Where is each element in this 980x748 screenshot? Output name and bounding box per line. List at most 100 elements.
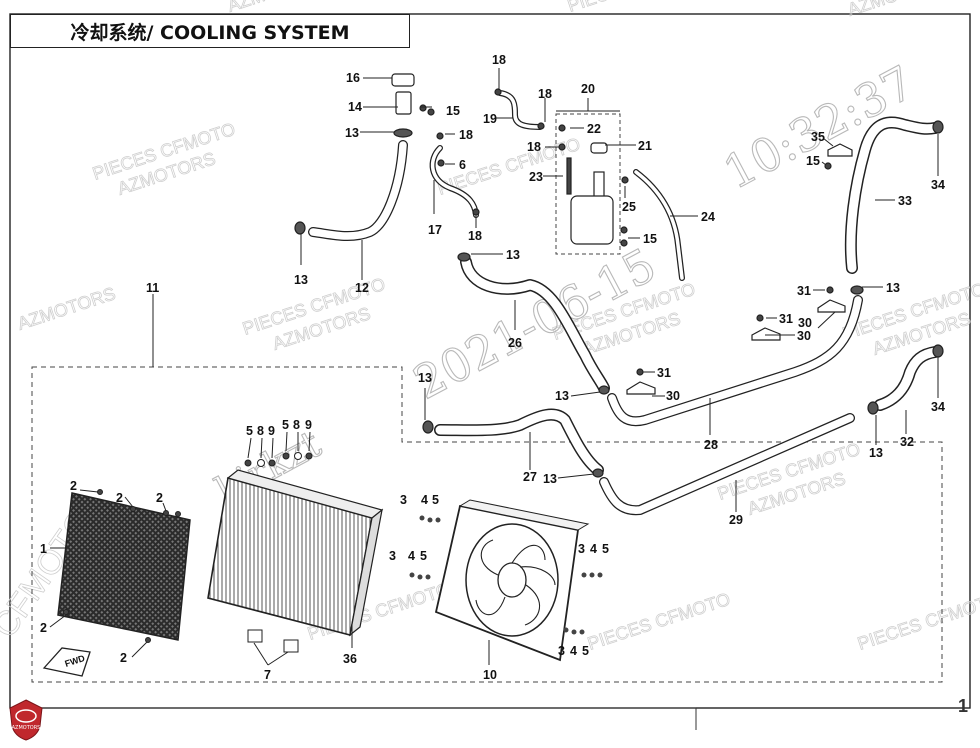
screw-2: [97, 489, 103, 495]
tank-kit-boundary: [555, 113, 621, 255]
washer-8: [257, 459, 265, 467]
callout-7: 7: [264, 668, 271, 682]
callout-2: 2: [156, 491, 163, 505]
radiator: [207, 469, 384, 653]
clamp-13: [850, 285, 864, 295]
clamp-13: [867, 401, 879, 415]
callout-36: 36: [343, 652, 357, 666]
nut-5: [435, 517, 441, 523]
callout-3: 3: [558, 644, 565, 658]
bolt-15: [419, 104, 427, 112]
callout-6: 6: [459, 158, 466, 172]
clip-18: [436, 132, 444, 140]
washer-4: [427, 517, 433, 523]
callout-12: 12: [355, 281, 369, 295]
callout-13: 13: [294, 273, 308, 287]
callout-8: 8: [293, 418, 300, 432]
watermark-brand-2: AZMOTORS: [845, 0, 948, 20]
bolt-31: [756, 314, 764, 322]
callout-17: 17: [428, 223, 442, 237]
callout-18: 18: [538, 87, 552, 101]
bracket-30: [751, 327, 781, 341]
bolt-31: [636, 368, 644, 376]
bolt-3: [409, 572, 415, 578]
clamp-13: [294, 221, 306, 235]
bolt-15: [824, 162, 832, 170]
callout-10: 10: [483, 668, 497, 682]
callout-2: 2: [40, 621, 47, 635]
clip-18: [558, 143, 566, 151]
callout-3: 3: [578, 542, 585, 556]
screw-2: [175, 511, 181, 517]
callout-30: 30: [797, 329, 811, 343]
callout-15: 15: [643, 232, 657, 246]
callout-3: 3: [389, 549, 396, 563]
callout-13: 13: [418, 371, 432, 385]
washer-8: [294, 452, 302, 460]
callout-21: 21: [638, 139, 652, 153]
assembly-boundary: [31, 366, 943, 683]
callout-13: 13: [886, 281, 900, 295]
watermark-brand: PIECES CFMOTO: [585, 589, 733, 654]
connector-22: [558, 124, 566, 132]
callout-35: 35: [811, 130, 825, 144]
callout-labels: 16 14 13 15 18 6 17 18 13 12 18 19 18 18…: [40, 53, 945, 682]
clip-18: [494, 88, 502, 96]
callout-31: 31: [797, 284, 811, 298]
bracket-23: [566, 157, 572, 195]
callout-18: 18: [468, 229, 482, 243]
callout-5: 5: [432, 493, 439, 507]
callout-2: 2: [70, 479, 77, 493]
callout-15: 15: [806, 154, 820, 168]
callout-3: 3: [400, 493, 407, 507]
nut-5: [597, 572, 603, 578]
callout-5: 5: [582, 644, 589, 658]
clamp-34: [932, 120, 944, 134]
screw-2: [145, 637, 151, 643]
watermark-brand-2: AZMOTORS: [15, 283, 118, 333]
callout-4: 4: [421, 493, 428, 507]
callout-33: 33: [898, 194, 912, 208]
callout-9: 9: [268, 424, 275, 438]
callout-13: 13: [506, 248, 520, 262]
tank-cap-21: [590, 142, 608, 154]
callout-5: 5: [420, 549, 427, 563]
bolt-5: [244, 459, 252, 467]
clamp-6: [437, 159, 445, 167]
callout-13: 13: [543, 472, 557, 486]
clamp-13: [422, 420, 434, 434]
bolt-15: [620, 226, 628, 234]
screw-2: [130, 506, 136, 512]
filler-neck-14: [395, 91, 412, 115]
bolt-5: [282, 452, 290, 460]
callout-28: 28: [704, 438, 718, 452]
clip-18: [472, 208, 480, 216]
bolt-3: [581, 572, 587, 578]
logo-text: AZMOTORS: [12, 725, 41, 731]
callout-25: 25: [622, 200, 636, 214]
callout-31: 31: [657, 366, 671, 380]
callout-18: 18: [492, 53, 506, 67]
forward-arrow: FWD: [42, 647, 91, 677]
bolt-15: [427, 108, 435, 116]
callout-32: 32: [900, 435, 914, 449]
callout-19: 19: [483, 112, 497, 126]
callout-22: 22: [587, 122, 601, 136]
callout-27: 27: [523, 470, 537, 484]
fan-assembly: [434, 499, 590, 662]
callout-4: 4: [590, 542, 597, 556]
callout-5: 5: [282, 418, 289, 432]
grommet-9: [305, 452, 313, 460]
callout-16: 16: [346, 71, 360, 85]
nut-5: [425, 574, 431, 580]
grommet-9: [268, 459, 276, 467]
expansion-tank: [570, 195, 614, 245]
callout-31: 31: [779, 312, 793, 326]
callout-30: 30: [798, 316, 812, 330]
callout-23: 23: [529, 170, 543, 184]
clamp-13: [457, 252, 471, 262]
callout-13: 13: [345, 126, 359, 140]
callout-18: 18: [527, 140, 541, 154]
